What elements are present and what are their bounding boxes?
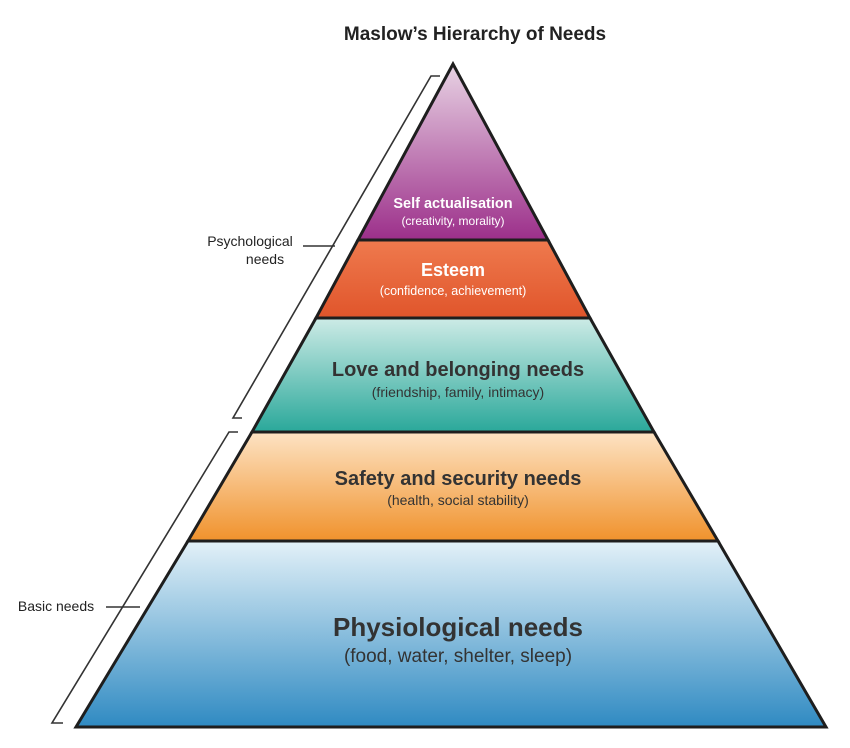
level-desc-physiological: (food, water, shelter, sleep) [344, 646, 572, 667]
level-name-safety-security: Safety and security needs [335, 468, 582, 490]
level-name-physiological: Physiological needs [333, 612, 583, 642]
level-name-self-actualisation: Self actualisation [393, 196, 512, 212]
side-label-psychological-line2: needs [246, 251, 284, 267]
level-name-love-belonging: Love and belonging needs [332, 359, 584, 381]
level-desc-love-belonging: (friendship, family, intimacy) [372, 384, 544, 400]
level-desc-self-actualisation: (creativity, morality) [401, 214, 504, 228]
basic-needs-bracket [50, 431, 238, 724]
side-label-basic: Basic needs [18, 598, 94, 614]
level-desc-safety-security: (health, social stability) [387, 492, 529, 508]
level-desc-esteem: (confidence, achievement) [380, 284, 527, 298]
psychological-needs-bracket [231, 75, 440, 419]
side-label-psychological-line1: Psychological [207, 233, 293, 249]
diagram-title: Maslow’s Hierarchy of Needs [344, 24, 606, 45]
level-physiological [73, 539, 829, 729]
level-name-esteem: Esteem [421, 260, 485, 280]
